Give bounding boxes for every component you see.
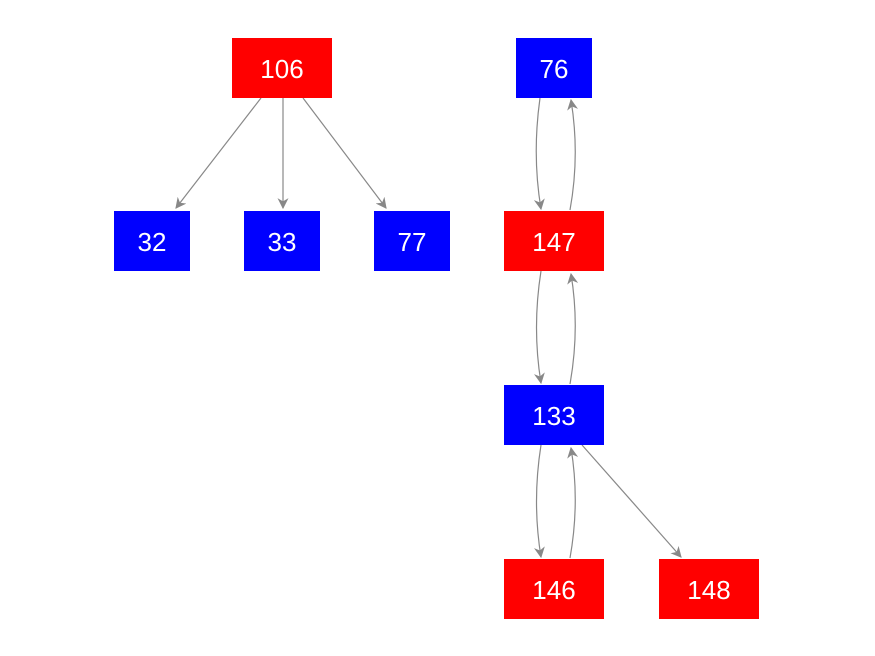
node-label: 32: [138, 227, 167, 257]
node-label: 147: [532, 227, 575, 257]
node-box: [244, 211, 320, 271]
node-label: 77: [398, 227, 427, 257]
node-box: [232, 38, 332, 98]
edges-layer: [175, 97, 682, 559]
node-label: 148: [687, 575, 730, 605]
edge-133-to-147: [567, 272, 579, 385]
node-box: [374, 211, 450, 271]
node-33: 33: [244, 211, 320, 271]
edge-76-to-147: [533, 97, 545, 211]
node-147: 147: [504, 211, 604, 271]
node-box: [504, 211, 604, 271]
node-label: 146: [532, 575, 575, 605]
node-146: 146: [504, 559, 604, 619]
node-106: 106: [232, 38, 332, 98]
node-32: 32: [114, 211, 190, 271]
node-label: 76: [540, 54, 569, 84]
nodes-layer: 106 32 33 77 76 147 133 146 148: [114, 38, 759, 619]
node-label: 106: [260, 54, 303, 84]
node-box: [516, 38, 592, 98]
node-label: 133: [532, 401, 575, 431]
node-box: [114, 211, 190, 271]
node-77: 77: [374, 211, 450, 271]
edge-146-to-133: [567, 446, 579, 559]
node-box: [659, 559, 759, 619]
node-box: [504, 385, 604, 445]
edge-133-to-148: [581, 444, 682, 558]
node-76: 76: [516, 38, 592, 98]
edge-133-to-146: [533, 444, 545, 559]
node-148: 148: [659, 559, 759, 619]
edge-106-to-77: [302, 97, 387, 209]
node-label: 33: [268, 227, 297, 257]
edge-147-to-76: [567, 98, 579, 211]
edge-147-to-133: [533, 270, 545, 385]
node-133: 133: [504, 385, 604, 445]
edge-106-to-32: [175, 97, 262, 209]
node-box: [504, 559, 604, 619]
